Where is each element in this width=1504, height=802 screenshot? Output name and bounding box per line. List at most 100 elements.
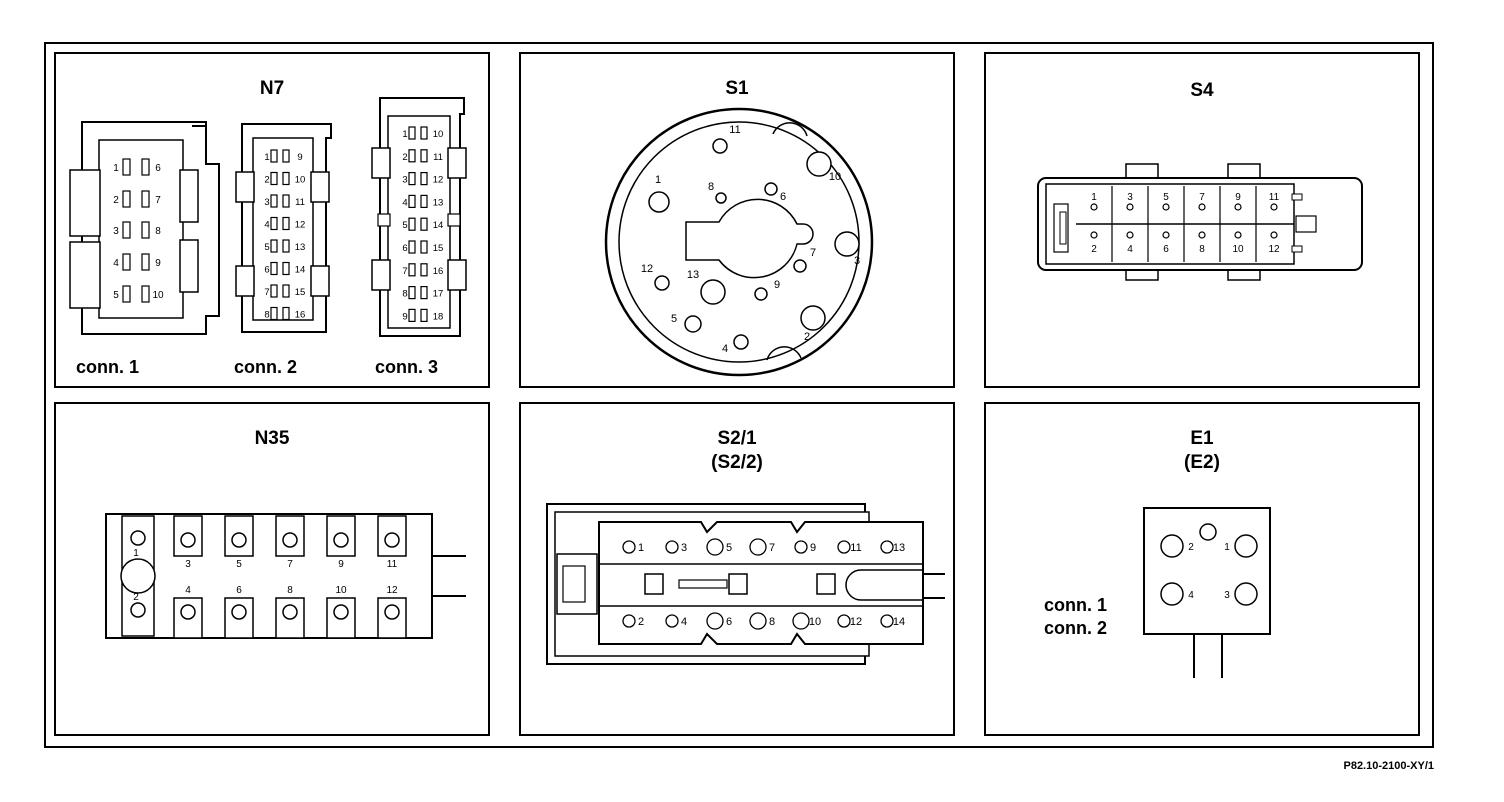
- pin-socket: [384, 532, 400, 548]
- s1-rim-notch: [772, 122, 808, 137]
- pin-socket: [794, 540, 808, 554]
- pin-socket: [180, 532, 196, 548]
- pin-socket: [684, 315, 702, 333]
- pin-number: 17: [433, 289, 444, 300]
- pin-contact: [270, 239, 278, 253]
- pin-socket: [180, 604, 196, 620]
- drawing-reference: P82.10-2100-XY/1: [1343, 760, 1434, 772]
- pin-socket: [880, 614, 894, 628]
- pin-number: 4: [1127, 244, 1133, 255]
- pin-contact: [420, 149, 428, 163]
- pin-socket: [1160, 582, 1184, 606]
- pin-socket: [706, 612, 724, 630]
- pin-contact: [408, 149, 416, 163]
- pin-number: 4: [264, 220, 269, 231]
- pin-socket: [333, 604, 349, 620]
- n7-conn1-latch: [69, 169, 101, 237]
- diagram-frame: [44, 42, 1434, 748]
- pin-contact: [408, 126, 416, 140]
- pin-number: 9: [338, 559, 344, 570]
- pin-number: 5: [726, 542, 732, 554]
- pin-number: 12: [433, 175, 444, 186]
- pin-number: 11: [295, 197, 305, 208]
- pin-number: 5: [402, 220, 407, 231]
- pin-contact: [141, 221, 150, 239]
- pin-number: 15: [295, 287, 306, 298]
- pin-contact: [420, 126, 428, 140]
- pin-number: 4: [185, 585, 191, 596]
- pin-number: 1: [402, 129, 407, 140]
- pin-socket: [764, 182, 778, 196]
- n7-conn2-latch: [235, 171, 255, 203]
- pin-contact: [282, 149, 290, 163]
- pin-number: 9: [1235, 192, 1241, 203]
- pin-number: 6: [236, 585, 242, 596]
- pin-contact: [282, 194, 290, 208]
- n7-conn2-label: conn. 2: [234, 357, 298, 377]
- pin-number: 2: [1188, 542, 1194, 553]
- pin-number: 1: [133, 548, 139, 559]
- pin-socket: [792, 612, 810, 630]
- pin-number: 8: [264, 310, 269, 321]
- pin-socket: [333, 532, 349, 548]
- pin-contact: [282, 171, 290, 186]
- pin-number: 7: [155, 195, 161, 206]
- s4-side-tab: [1291, 245, 1303, 253]
- pin-socket: [1162, 231, 1170, 239]
- pin-contact: [122, 285, 131, 303]
- n7-conn3-latch: [371, 259, 391, 291]
- pin-number: 3: [402, 175, 407, 186]
- pin-number: 2: [133, 592, 139, 603]
- pin-number: 1: [1091, 192, 1097, 203]
- pin-socket: [1162, 203, 1170, 211]
- pin-number: 16: [433, 266, 444, 277]
- n7-conn1-inner-body: [98, 139, 184, 319]
- pin-number: 7: [810, 247, 816, 259]
- pin-number: 4: [681, 616, 687, 628]
- pin-number: 14: [433, 220, 444, 231]
- pin-number: 8: [287, 585, 293, 596]
- pin-number: 6: [402, 243, 407, 254]
- n7-conn3-label: conn. 3: [375, 357, 439, 377]
- n7-conn1-label: conn. 1: [76, 357, 140, 377]
- pin-number: 13: [893, 542, 905, 554]
- pin-number: 5: [671, 313, 677, 325]
- n7-conn3-latch: [447, 147, 467, 179]
- n7-conn3-inner-body: [387, 115, 451, 329]
- pin-socket: [384, 604, 400, 620]
- s1-rim-notch: [766, 346, 802, 361]
- pin-socket: [665, 540, 679, 554]
- pin-contact: [270, 171, 278, 186]
- pin-number: 5: [264, 242, 269, 253]
- pin-contact: [282, 306, 290, 321]
- pin-contact: [420, 194, 428, 208]
- pin-number: 10: [335, 585, 347, 596]
- pin-number: 10: [152, 290, 164, 301]
- pin-socket: [1270, 203, 1278, 211]
- pin-socket: [282, 604, 298, 620]
- pin-number: 5: [1163, 192, 1169, 203]
- pin-number: 5: [113, 290, 119, 301]
- pin-number: 12: [1268, 244, 1280, 255]
- pin-contact: [420, 240, 428, 254]
- pin-number: 5: [236, 559, 242, 570]
- pin-socket: [231, 604, 247, 620]
- pin-number: 10: [433, 129, 444, 140]
- pin-socket: [1234, 203, 1242, 211]
- pin-number: 2: [402, 152, 407, 163]
- pin-socket: [700, 279, 726, 305]
- pin-number: 8: [402, 289, 407, 300]
- s4-key-slot: [1059, 211, 1067, 245]
- pin-socket: [120, 558, 156, 594]
- pin-contact: [420, 217, 428, 231]
- pin-contact: [122, 190, 131, 208]
- s21-contact-pad: [816, 573, 836, 595]
- pin-contact: [420, 263, 428, 277]
- pin-contact: [408, 308, 416, 322]
- pin-number: 10: [809, 616, 821, 628]
